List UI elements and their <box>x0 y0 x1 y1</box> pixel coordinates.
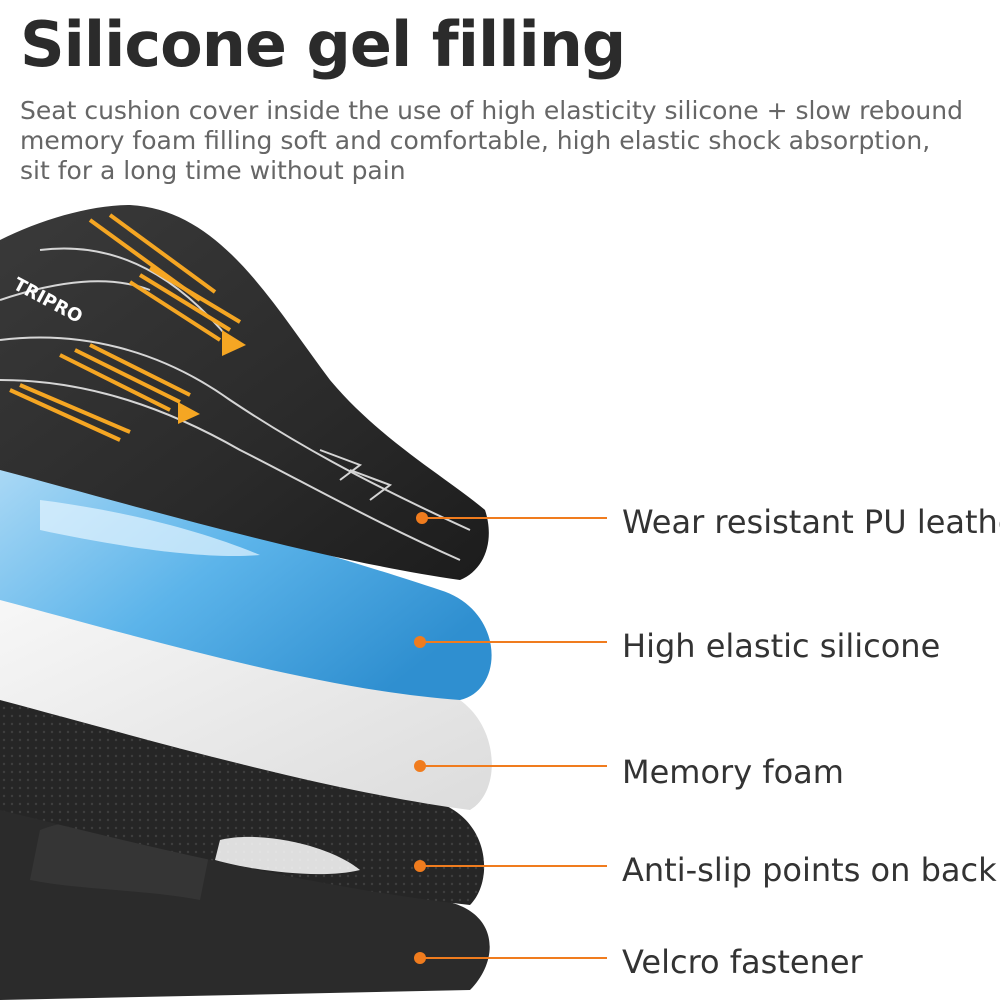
description-line: sit for a long time without pain <box>20 156 406 185</box>
callout-dot <box>416 512 428 524</box>
saddle-layers-illustration: TRIPRO <box>0 205 607 1000</box>
callout-dot <box>414 636 426 648</box>
orange-triangle-decoration <box>178 402 200 424</box>
description-line: Seat cushion cover inside the use of hig… <box>20 96 963 125</box>
page-title: Silicone gel filling <box>20 8 626 81</box>
callout-leaders <box>414 512 607 964</box>
orange-stripe-pattern <box>9 213 242 442</box>
description-line: memory foam filling soft and comfortable… <box>20 126 931 155</box>
mesh-cutout <box>215 836 360 875</box>
callout-dot <box>414 860 426 872</box>
label-velcro: Velcro fastener <box>622 943 863 981</box>
callout-dot <box>414 760 426 772</box>
anti-slip-mesh-layer <box>0 690 485 905</box>
label-memory-foam: Memory foam <box>622 753 844 791</box>
label-anti-slip: Anti-slip points on back <box>622 851 997 889</box>
memory-foam-layer <box>0 580 492 810</box>
silicone-highlight <box>40 500 260 556</box>
label-silicone: High elastic silicone <box>622 627 941 665</box>
description: Seat cushion cover inside the use of hig… <box>20 96 980 186</box>
label-pu-leather: Wear resistant PU leather <box>622 503 1000 541</box>
orange-triangle-decoration <box>222 330 246 356</box>
callout-dot <box>414 952 426 964</box>
pu-leather-cover <box>0 205 489 580</box>
